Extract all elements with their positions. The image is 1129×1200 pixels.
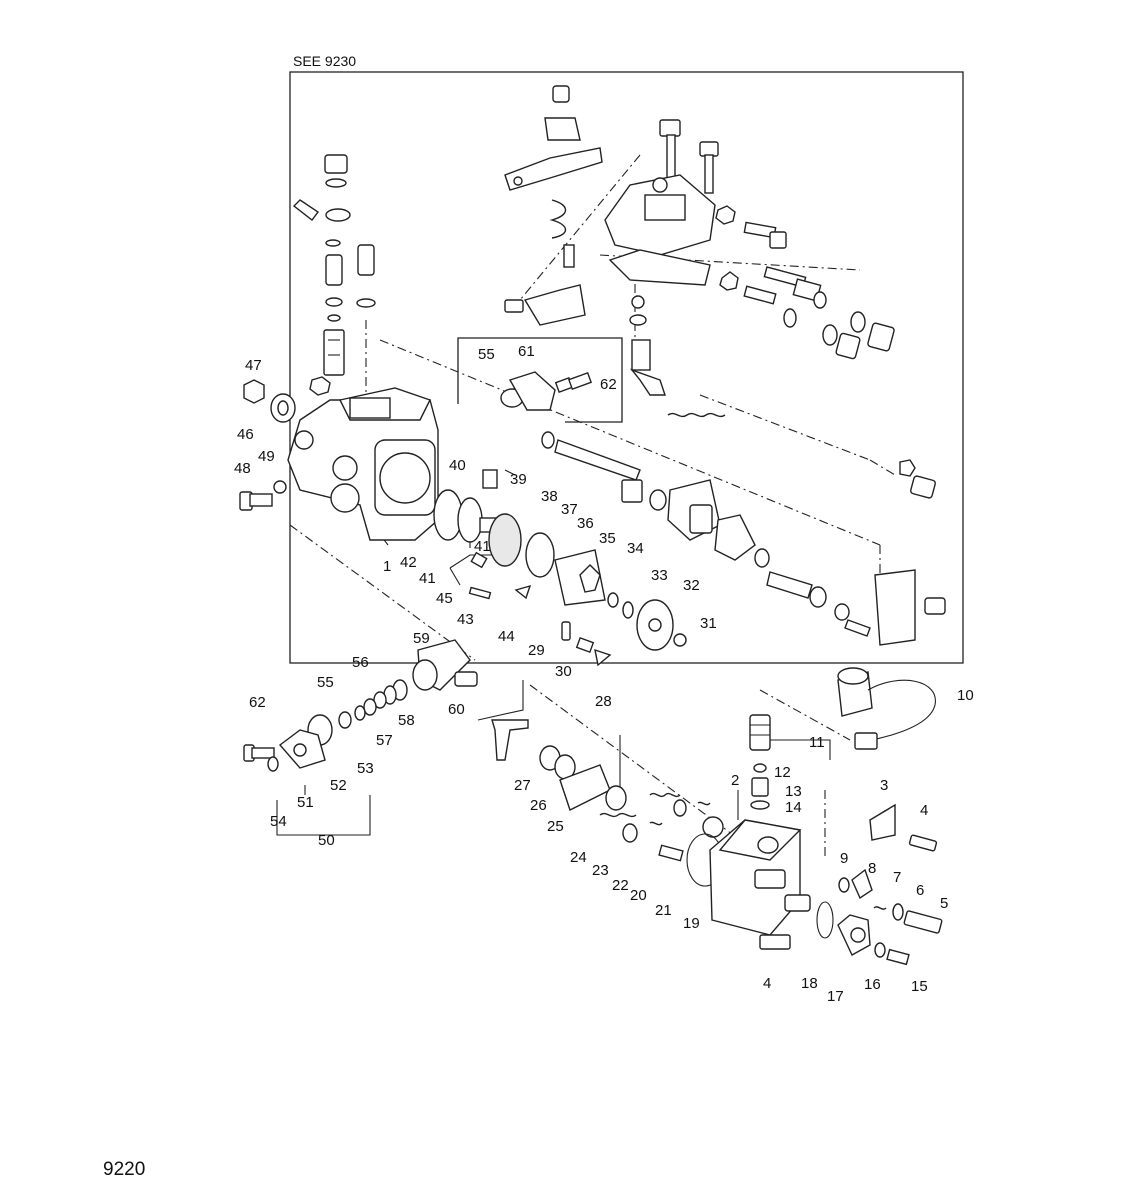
callout-58: 58 [398, 712, 415, 729]
rotor-parts [433, 469, 687, 667]
callout-27: 27 [514, 777, 531, 794]
callout-47: 47 [245, 357, 262, 374]
callout-30: 30 [555, 663, 572, 680]
inset-parts [500, 371, 593, 411]
callout-26: 26 [530, 797, 547, 814]
callout-15: 15 [911, 978, 928, 995]
callout-22: 22 [612, 877, 629, 894]
see-reference-label: SEE 9230 [293, 53, 356, 69]
callout-32: 32 [683, 577, 700, 594]
callout-19: 19 [683, 915, 700, 932]
lower-centre-parts [491, 719, 724, 887]
callout-40: 40 [449, 457, 466, 474]
pump-housing [287, 387, 439, 541]
callout-17: 17 [827, 988, 844, 1005]
callout-34: 34 [627, 540, 644, 557]
callout-25: 25 [547, 818, 564, 835]
distributor-head [709, 803, 943, 966]
inset-box [457, 337, 623, 423]
callout-9: 9 [840, 850, 848, 867]
callout-24: 24 [570, 849, 587, 866]
callout-44: 44 [498, 628, 515, 645]
callout-33: 33 [651, 567, 668, 584]
callout-21: 21 [655, 902, 672, 919]
callout-35: 35 [599, 530, 616, 547]
callout-11: 11 [809, 734, 825, 751]
callout-52: 52 [330, 777, 347, 794]
callout-62-inset: 62 [600, 376, 617, 393]
callout-38: 38 [541, 488, 558, 505]
callout-49: 49 [258, 448, 275, 465]
callout-45: 45 [436, 590, 453, 607]
callout-4: 4 [920, 802, 928, 819]
callout-31: 31 [700, 615, 717, 632]
figure-number: 9220 [103, 1159, 145, 1180]
callout-50: 50 [318, 832, 335, 849]
callout-6: 6 [916, 882, 924, 899]
callout-13: 13 [785, 783, 802, 800]
callout-56: 56 [352, 654, 369, 671]
callout-62: 62 [249, 694, 266, 711]
callout-53: 53 [357, 760, 374, 777]
callout-28: 28 [595, 693, 612, 710]
callout-14: 14 [785, 799, 802, 816]
callout-10: 10 [957, 687, 974, 704]
callout-55: 55 [317, 674, 334, 691]
callout-4-lower: 4 [763, 975, 771, 992]
upper-left-stack [292, 154, 376, 410]
callout-8: 8 [868, 860, 876, 877]
solenoid-group [749, 667, 936, 810]
see-reference-box [289, 71, 964, 664]
callout-51: 51 [297, 794, 314, 811]
callout-20: 20 [630, 887, 647, 904]
drive-shaft-assembly [541, 431, 946, 646]
callout-3: 3 [880, 777, 888, 794]
callout-23: 23 [592, 862, 609, 879]
callout-18: 18 [801, 975, 818, 992]
leader-lines [276, 469, 886, 836]
callout-55-inset: 55 [478, 346, 495, 363]
callout-41-inner: 41 [474, 538, 491, 555]
callout-29: 29 [528, 642, 545, 659]
callout-60: 60 [448, 701, 465, 718]
callout-48: 48 [234, 460, 251, 477]
callout-43: 43 [457, 611, 474, 628]
callout-39: 39 [510, 471, 527, 488]
callout-41: 41 [419, 570, 436, 587]
callout-labels: 1 2 3 4 4 5 6 7 8 9 10 11 12 13 14 15 16… [234, 343, 974, 1005]
callout-37: 37 [561, 501, 578, 518]
callout-54: 54 [270, 813, 287, 830]
callout-5: 5 [940, 895, 948, 912]
left-fasteners [239, 376, 331, 511]
callout-61: 61 [518, 343, 535, 360]
governor-cover [504, 85, 936, 499]
callout-42: 42 [400, 554, 417, 571]
callout-16: 16 [864, 976, 881, 993]
callout-7: 7 [893, 869, 901, 886]
callout-46: 46 [237, 426, 254, 443]
callout-1: 1 [383, 558, 391, 575]
lower-left-group [243, 639, 478, 772]
callout-59: 59 [413, 630, 430, 647]
callout-2: 2 [731, 772, 739, 789]
callout-57: 57 [376, 732, 393, 749]
callout-12: 12 [774, 764, 791, 781]
callout-36: 36 [577, 515, 594, 532]
